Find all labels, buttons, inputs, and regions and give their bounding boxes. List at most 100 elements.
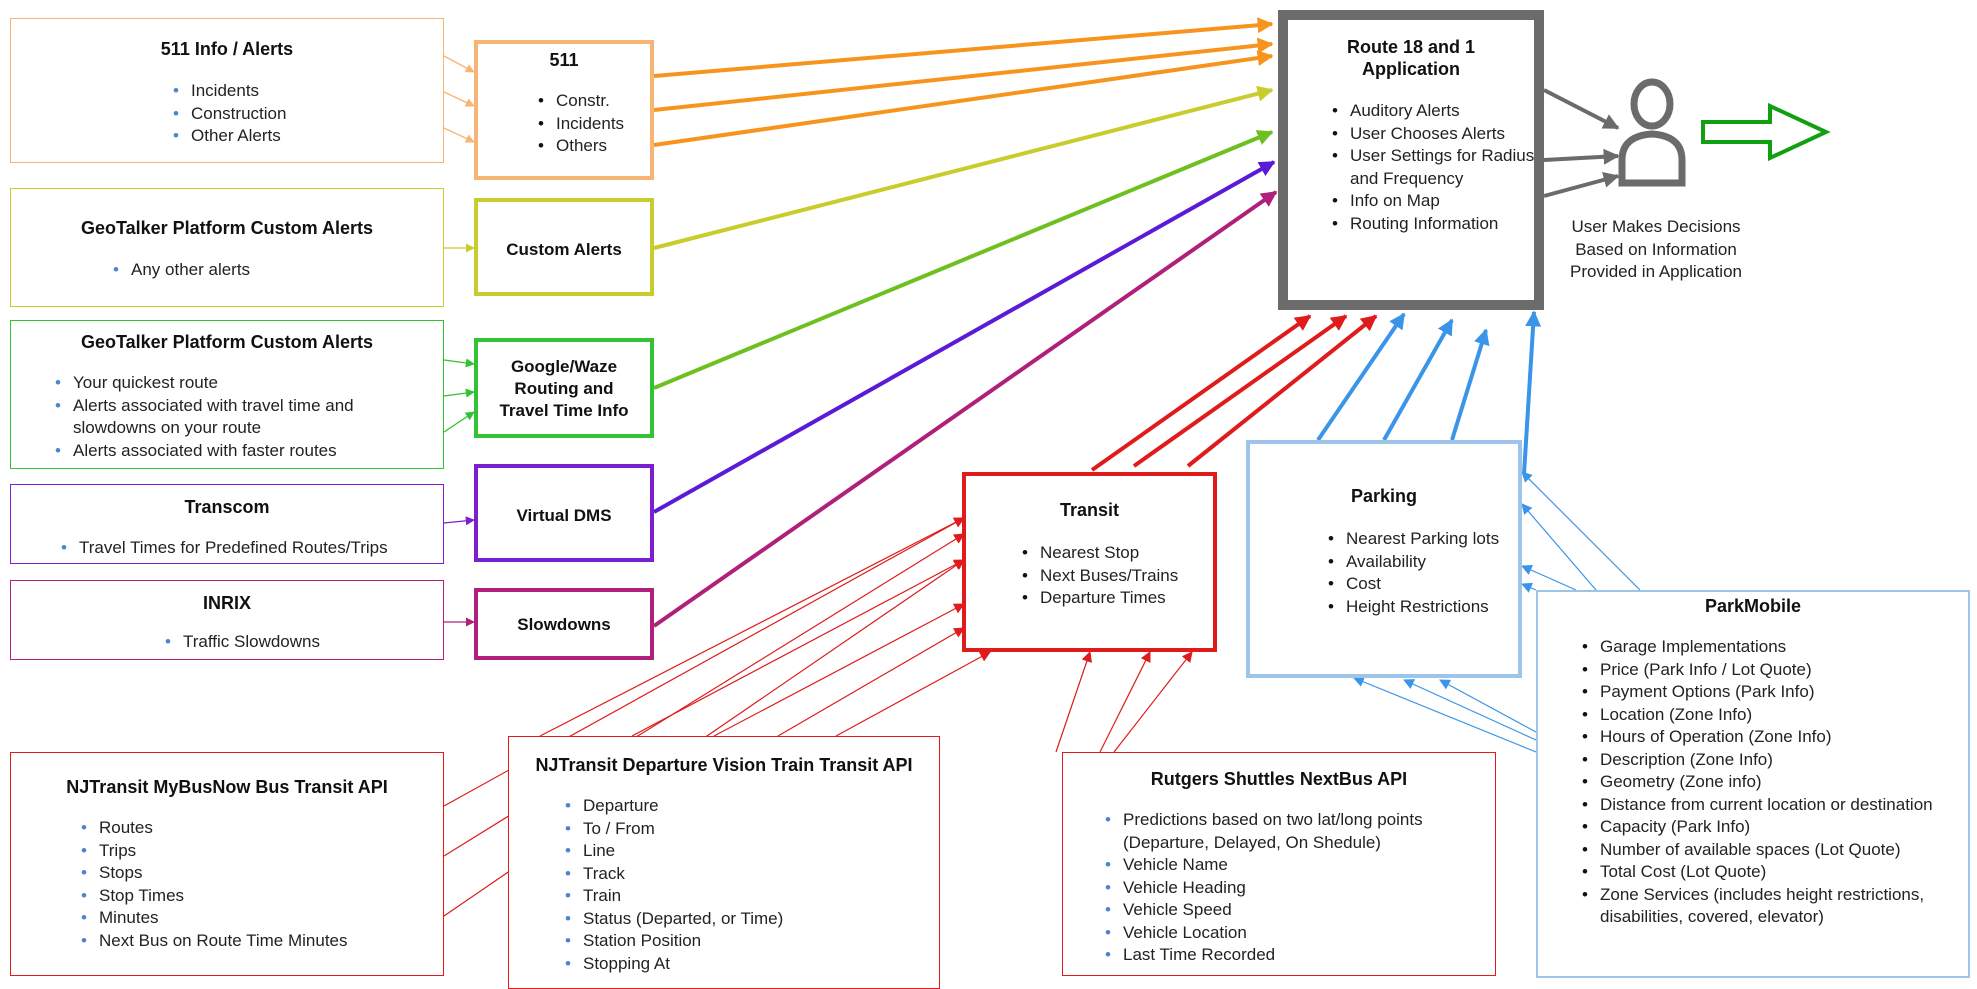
list-item: Incidents (171, 80, 286, 103)
list-item: Vehicle Location (1103, 922, 1483, 945)
processor-items: Nearest Stop Next Buses/Trains Departure… (1020, 542, 1178, 610)
list-item: Departure Times (1020, 587, 1178, 610)
source-title: ParkMobile (1704, 596, 1802, 616)
list-item: Incidents (536, 113, 624, 136)
list-item: Height Restrictions (1326, 596, 1499, 619)
source-inrix: INRIX Traffic Slowdowns (10, 580, 444, 660)
source-items: Travel Times for Predefined Routes/Trips (59, 537, 388, 560)
source-511-info: 511 Info / Alerts Incidents Construction… (10, 18, 444, 163)
list-item: Description (Zone Info) (1580, 749, 1964, 772)
source-mybusnow-api: NJTransit MyBusNow Bus Transit API Route… (10, 752, 444, 976)
arrow-google-to-app (653, 130, 1274, 390)
list-item: Price (Park Info / Lot Quote) (1580, 659, 1964, 682)
list-item: Garage Implementations (1580, 636, 1964, 659)
list-item: Construction (171, 103, 286, 126)
processor-virtual-dms: Virtual DMS (474, 464, 654, 562)
arrows-parking-to-app (1316, 310, 1542, 475)
processor-google-waze: Google/Waze Routing and Travel Time Info (474, 338, 654, 438)
list-item: Last Time Recorded (1103, 944, 1483, 967)
list-item: Any other alerts (111, 259, 250, 282)
processor-transit: Transit Nearest Stop Next Buses/Trains D… (962, 472, 1217, 652)
list-item: Distance from current location or destin… (1580, 794, 1964, 817)
list-item: Stop Times (79, 885, 348, 908)
list-item: Vehicle Heading (1103, 877, 1483, 900)
list-item: Trips (79, 840, 348, 863)
application-title: Route 18 and 1 Application (1346, 37, 1476, 79)
source-rutgers-nextbus-api: Rutgers Shuttles NextBus API Predictions… (1062, 752, 1496, 976)
list-item: Payment Options (Park Info) (1580, 681, 1964, 704)
user-icon (1618, 78, 1686, 187)
source-transcom: Transcom Travel Times for Predefined Rou… (10, 484, 444, 564)
source-items: Incidents Construction Other Alerts (171, 80, 286, 148)
source-items: Predictions based on two lat/long points… (1103, 809, 1483, 967)
processor-title: 511 (549, 50, 579, 70)
list-item: Availability (1326, 551, 1499, 574)
processor-label: Virtual DMS (516, 506, 612, 525)
list-item: Alerts associated with travel time and s… (53, 395, 433, 440)
source-departure-vision-api: NJTransit Departure Vision Train Transit… (508, 736, 940, 989)
list-item: Location (Zone Info) (1580, 704, 1964, 727)
source-parkmobile: ParkMobile Garage Implementations Price … (1536, 590, 1970, 978)
list-item: Departure (563, 795, 783, 818)
list-item: Zone Services (includes height restricti… (1580, 884, 1964, 929)
list-item: Track (563, 863, 783, 886)
source-title: 511 Info / Alerts (160, 39, 294, 59)
arrow-slowdowns-to-app (652, 190, 1278, 628)
list-item: Geometry (Zone info) (1580, 771, 1964, 794)
source-title: INRIX (202, 593, 251, 613)
list-item: Traffic Slowdowns (163, 631, 320, 654)
list-item: Constr. (536, 90, 624, 113)
arrows-parkmobile-to-parking (1352, 471, 1641, 753)
arrow-dms-to-app (653, 160, 1276, 514)
source-title: NJTransit MyBusNow Bus Transit API (66, 777, 388, 797)
list-item: Predictions based on two lat/long points… (1103, 809, 1483, 854)
list-item: Auditory Alerts (1330, 100, 1540, 123)
list-item: Stopping At (563, 953, 783, 976)
arrow-transcom-dms (443, 516, 475, 526)
list-item: Minutes (79, 907, 348, 930)
list-item: Capacity (Park Info) (1580, 816, 1964, 839)
list-item: Line (563, 840, 783, 863)
list-item: Total Cost (Lot Quote) (1580, 861, 1964, 884)
arrows-app-to-user (1543, 88, 1620, 198)
processor-511: 511 Constr. Incidents Others (474, 40, 654, 180)
user-caption: User Makes Decisions Based on Informatio… (1569, 217, 1742, 281)
processor-items: Nearest Parking lots Availability Cost H… (1326, 528, 1499, 618)
processor-parking: Parking Nearest Parking lots Availabilit… (1246, 440, 1522, 678)
list-item: Number of available spaces (Lot Quote) (1580, 839, 1964, 862)
arrows-511-to-app (653, 17, 1274, 147)
list-item: Next Buses/Trains (1020, 565, 1178, 588)
list-item: User Settings for Radius and Frequency (1330, 145, 1540, 190)
processor-title: Parking (1350, 486, 1418, 506)
list-item: User Chooses Alerts (1330, 123, 1540, 146)
list-item: Routing Information (1330, 213, 1540, 236)
arrows-transit-to-app (1090, 314, 1378, 472)
output-arrow-icon (1701, 102, 1831, 162)
arrows-511-info (443, 55, 475, 143)
list-item: Cost (1326, 573, 1499, 596)
list-item: Next Bus on Route Time Minutes (79, 930, 348, 953)
list-item: Vehicle Speed (1103, 899, 1483, 922)
processor-label: Google/Waze Routing and Travel Time Info (499, 357, 629, 420)
list-item: Nearest Parking lots (1326, 528, 1499, 551)
source-items: Any other alerts (111, 259, 250, 282)
list-item: Nearest Stop (1020, 542, 1178, 565)
processor-label: Slowdowns (517, 615, 611, 634)
source-geotalker-routing: GeoTalker Platform Custom Alerts Your qu… (10, 320, 444, 469)
list-item: Other Alerts (171, 125, 286, 148)
list-item: Alerts associated with faster routes (53, 440, 433, 463)
list-item: Others (536, 135, 624, 158)
source-items: Departure To / From Line Track Train Sta… (563, 795, 783, 975)
list-item: Travel Times for Predefined Routes/Trips (59, 537, 388, 560)
processor-custom-alerts: Custom Alerts (474, 198, 654, 296)
processor-items: Constr. Incidents Others (536, 90, 624, 158)
processor-title: Transit (1059, 500, 1120, 520)
source-title: Transcom (184, 497, 270, 517)
list-item: Info on Map (1330, 190, 1540, 213)
source-items: Your quickest route Alerts associated wi… (53, 372, 433, 462)
list-item: Your quickest route (53, 372, 433, 395)
source-title: Rutgers Shuttles NextBus API (1150, 769, 1408, 789)
source-title: GeoTalker Platform Custom Alerts (80, 218, 374, 238)
arrow-custom-to-app (653, 85, 1274, 250)
